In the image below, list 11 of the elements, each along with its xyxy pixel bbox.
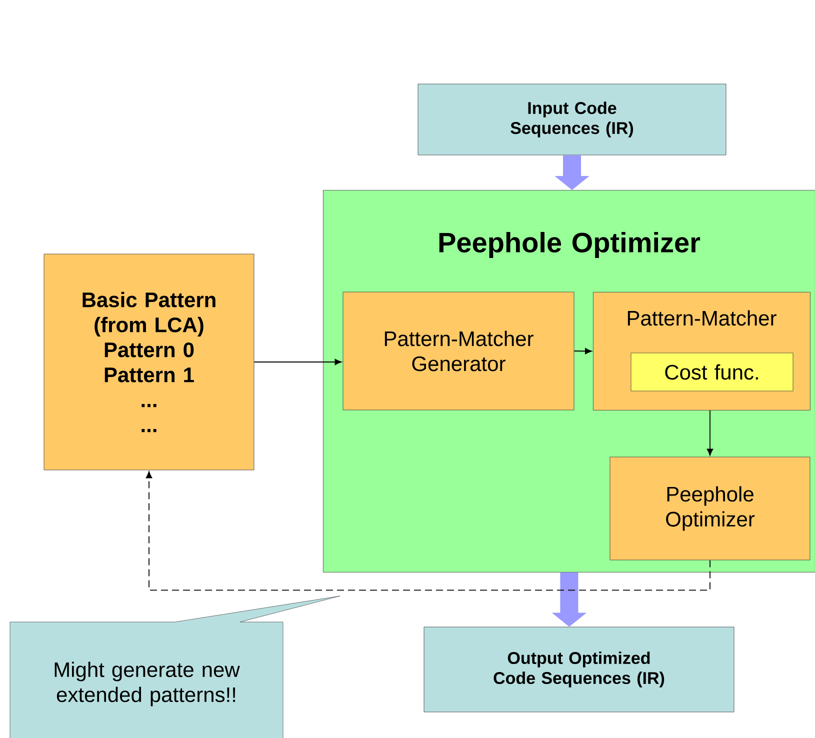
output-box: Output Optimized Code Sequences (IR) [424,626,734,712]
process-box: Pattern-Matcher Generator [342,292,574,410]
arrow [254,358,342,366]
arrow [574,348,592,354]
arrow [706,410,714,456]
process-box: Peephole Optimizer [610,456,810,560]
feedback-arrow [146,471,710,591]
cost-function-box: Cost func. [630,352,794,392]
pattern-list-box: Basic Pattern (from LCA) Pattern 0 Pattern 1 ... ... [44,254,254,470]
input-box: Input Code Sequences (IR) [418,84,726,156]
callout-bubble: Might generate new extended patterns!! [10,596,340,738]
